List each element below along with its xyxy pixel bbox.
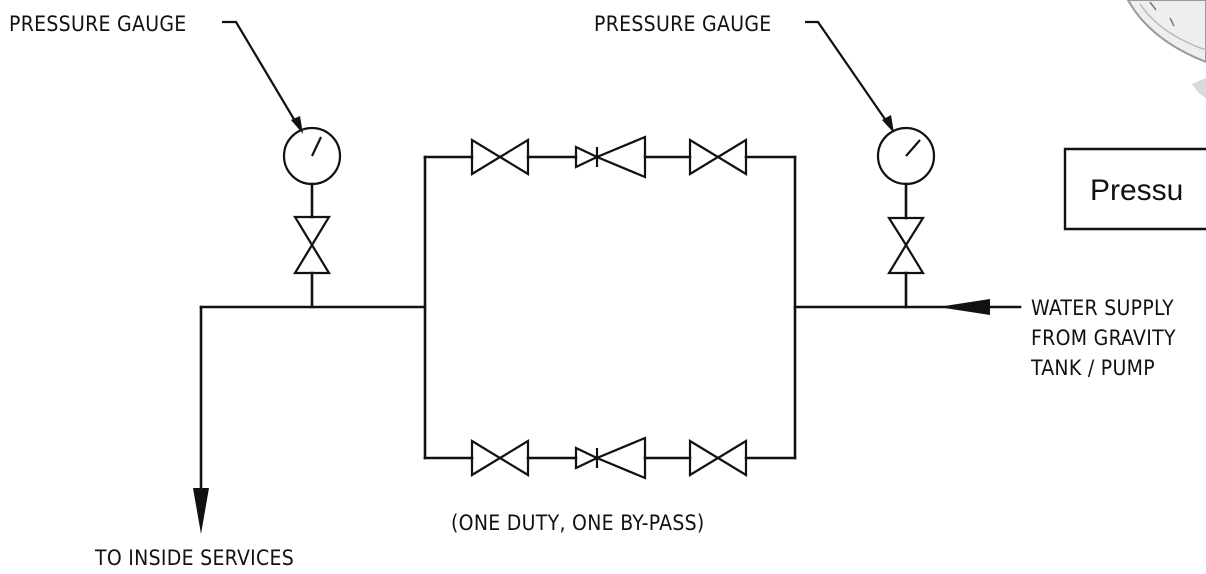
- partial-label-box: Pressu: [1063, 147, 1206, 231]
- bottom-pressure-reducing-valve-icon: [574, 436, 647, 480]
- main-pipe: [199, 155, 1022, 507]
- supply-label-line-2: FROM GRAVITY: [1031, 326, 1176, 350]
- top-gate-valve-icon-1: [470, 138, 530, 176]
- bottom-gate-valve-icon-1: [470, 439, 530, 477]
- left-pressure-gauge-icon: [282, 126, 342, 186]
- left-isolation-valve-icon: [293, 182, 331, 309]
- left-gauge-leader: [222, 20, 303, 134]
- right-pressure-gauge-icon: [876, 126, 936, 186]
- outlet-label: TO INSIDE SERVICES: [94, 546, 294, 570]
- right-isolation-valve-icon: [887, 182, 925, 309]
- right-gauge-leader: [805, 20, 894, 133]
- supply-label-line-3: TANK / PUMP: [1030, 356, 1155, 380]
- valve-note-label: (ONE DUTY, ONE BY-PASS): [451, 511, 705, 535]
- right-gauge-label: PRESSURE GAUGE: [594, 12, 772, 36]
- top-gate-valve-icon-2: [688, 138, 748, 176]
- partial-box-label: Pressu: [1090, 174, 1183, 207]
- flow-arrow-inlet: [938, 299, 990, 315]
- left-gauge-label: PRESSURE GAUGE: [9, 12, 187, 36]
- gauge-photo-fragment: [1126, 0, 1206, 98]
- top-pressure-reducing-valve-icon: [574, 135, 647, 179]
- supply-label-line-1: WATER SUPPLY: [1031, 296, 1174, 320]
- bottom-gate-valve-icon-2: [688, 439, 748, 477]
- flow-arrow-outlet: [193, 488, 209, 534]
